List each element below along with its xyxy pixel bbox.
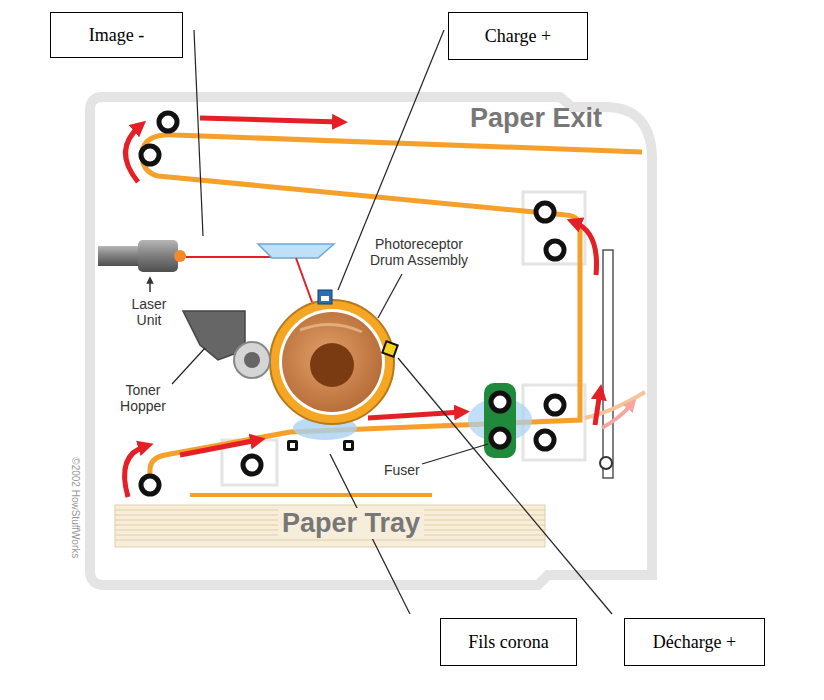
callout-box: Image -	[50, 12, 183, 58]
laser-body	[138, 240, 178, 272]
laser-beam	[296, 258, 312, 302]
drum-shine	[300, 324, 362, 332]
leader-line	[172, 348, 205, 384]
leader-line	[378, 274, 402, 318]
exit-label: Paper Exit	[470, 103, 602, 134]
leader-line	[194, 30, 203, 236]
tray-label: Paper Tray	[278, 508, 424, 539]
fuser-roller	[491, 429, 509, 447]
rollers	[141, 113, 564, 494]
developer-roller	[234, 342, 270, 378]
leader-lines	[172, 30, 612, 614]
door-hinge	[600, 457, 612, 469]
drum-ring	[279, 309, 385, 415]
callout-text: Décharge +	[653, 632, 736, 653]
leader-line	[422, 444, 488, 464]
fuser-unit	[484, 383, 516, 458]
roller-bracket	[523, 192, 585, 264]
discharge-lamp	[382, 341, 397, 356]
watermark: ©2002 HowStuffWorks	[69, 443, 81, 573]
leader-arrow	[149, 280, 151, 292]
callout-text: Image -	[89, 25, 144, 46]
callout-text: Charge +	[485, 26, 551, 47]
roller	[546, 241, 564, 259]
flow-arrow	[125, 126, 140, 182]
laser-lens	[174, 250, 186, 262]
roller	[546, 396, 564, 414]
laser-beam	[186, 256, 274, 258]
door-panel	[603, 250, 613, 478]
drum-core	[282, 312, 382, 412]
roller	[141, 476, 159, 494]
part-label: Laser Unit	[118, 296, 180, 328]
callout-box: Fils corona	[440, 618, 577, 666]
callout-box: Charge +	[448, 12, 588, 60]
flow-arrow	[602, 404, 632, 428]
corona-wire	[287, 440, 298, 451]
part-label: Photoreceptor Drum Assembly	[360, 236, 478, 268]
flow-arrows	[125, 118, 600, 497]
roller	[243, 456, 261, 474]
printer-housing	[90, 97, 652, 585]
flow-arrow	[200, 118, 340, 122]
fuser-roller	[491, 393, 509, 411]
developer-roller	[244, 352, 260, 368]
mirror	[258, 244, 334, 258]
leader-line	[398, 358, 612, 614]
roller	[536, 431, 554, 449]
roller	[159, 113, 177, 131]
charge-roller	[321, 296, 329, 301]
roller	[536, 203, 554, 221]
callout-text: Fils corona	[468, 632, 549, 653]
charge-roller	[318, 290, 332, 304]
roller	[141, 146, 159, 164]
corona-wire	[346, 443, 351, 448]
corona-wire	[290, 443, 295, 448]
part-label: Toner Hopper	[110, 382, 176, 414]
drum-axle	[310, 343, 354, 387]
drum-outer	[270, 300, 394, 424]
paper-tray	[115, 505, 545, 547]
paper-sheet	[190, 493, 432, 497]
flow-arrow	[574, 222, 597, 275]
corona-wire	[343, 440, 354, 451]
flow-arrow	[180, 440, 258, 455]
callout-box: Décharge +	[624, 618, 765, 666]
paper-path	[585, 392, 645, 418]
paper-path	[142, 135, 642, 488]
flow-arrow	[595, 392, 600, 425]
part-label: Fuser	[384, 462, 420, 478]
laser-body	[98, 246, 140, 266]
paper-sheet	[115, 540, 545, 541]
